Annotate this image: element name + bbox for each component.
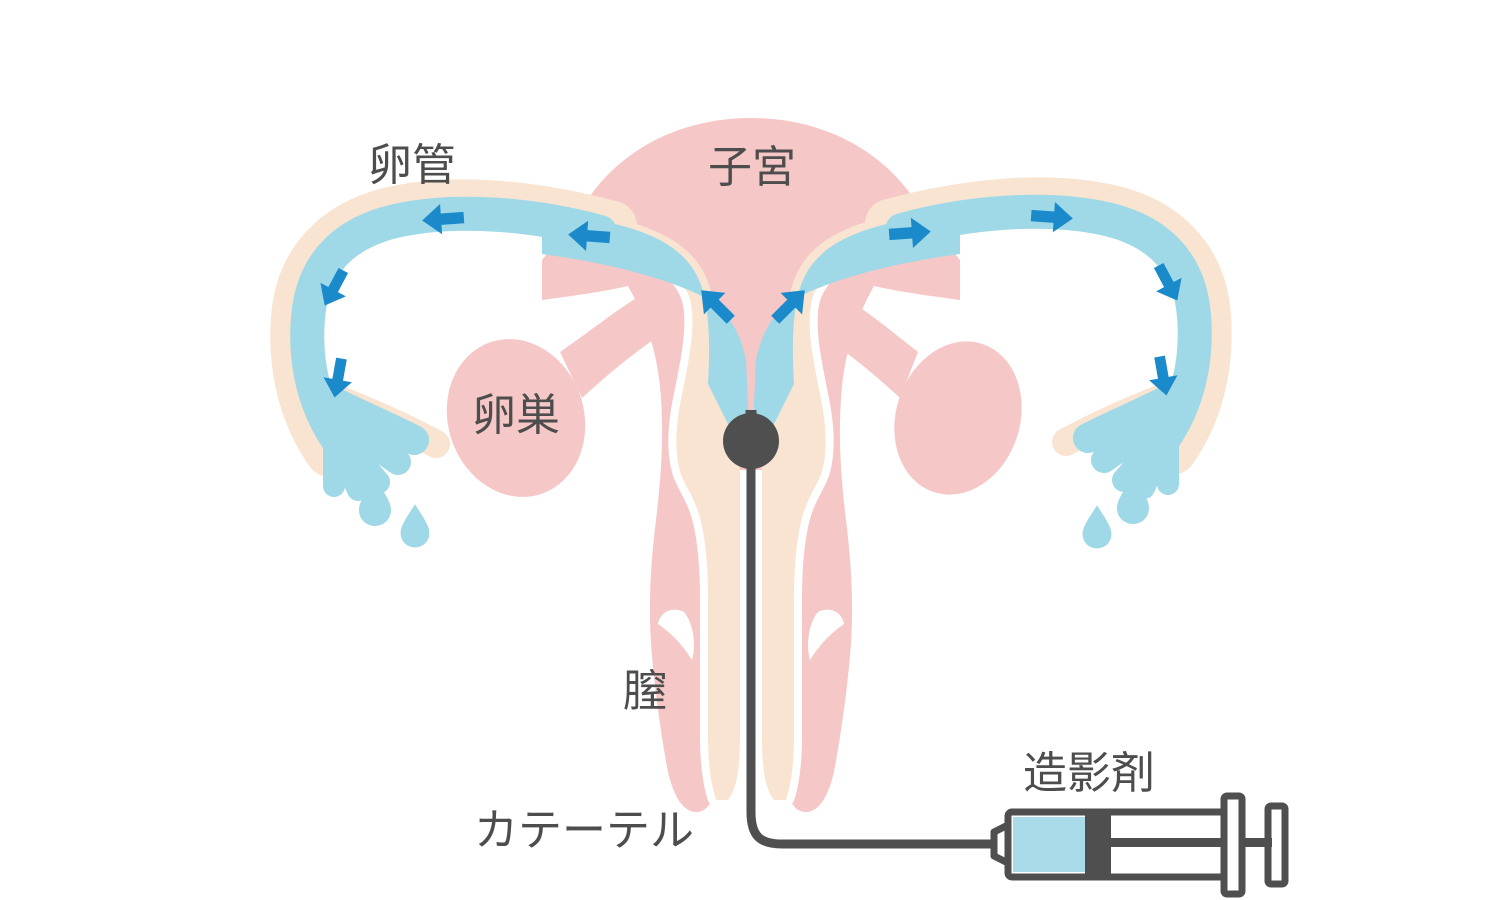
fallopian-tube-lumen-right — [885, 194, 1212, 455]
ovary-right-shape — [894, 341, 1022, 495]
label-ovary: 卵巣 — [472, 390, 560, 441]
cervix-fornix-group — [658, 609, 844, 660]
label-vagina: 膣 — [623, 666, 667, 717]
label-catheter: カテーテル — [474, 805, 694, 856]
fornix-notch-right — [808, 609, 844, 660]
lining-border-right — [786, 240, 908, 804]
ovarian-ligament-right — [814, 296, 918, 398]
syringe-plunger-rod — [1111, 838, 1255, 847]
label-uterus: 子宮 — [708, 142, 796, 193]
label-contrast-agent: 造影剤 — [1023, 748, 1155, 799]
syringe-group — [990, 792, 1289, 898]
ovarian-ligament-left — [560, 296, 668, 398]
syringe-rod-extension — [1242, 838, 1272, 847]
syringe-plunger-head — [1085, 814, 1111, 875]
labels-group: 卵管 子宮 卵巣 膣 カテーテル 造影剤 — [368, 140, 1155, 856]
lining-border-left — [594, 240, 716, 804]
syringe-fluid — [1013, 817, 1085, 872]
label-fallopian-tube: 卵管 — [368, 140, 456, 191]
fimbria-left-0 — [315, 385, 429, 455]
ovary-left-shape — [446, 339, 586, 497]
fallopian-tube-lumen-left — [290, 196, 617, 457]
fimbria-right-0 — [1073, 383, 1187, 453]
catheter-tube — [746, 436, 1007, 849]
fornix-notch-left — [658, 609, 694, 660]
syringe-finger-flange — [1220, 792, 1246, 898]
catheter-group — [723, 410, 1007, 849]
fimbriae-right-group — [1073, 383, 1188, 499]
fimbriae-left-group — [314, 385, 429, 501]
lining-border-group — [594, 240, 908, 804]
